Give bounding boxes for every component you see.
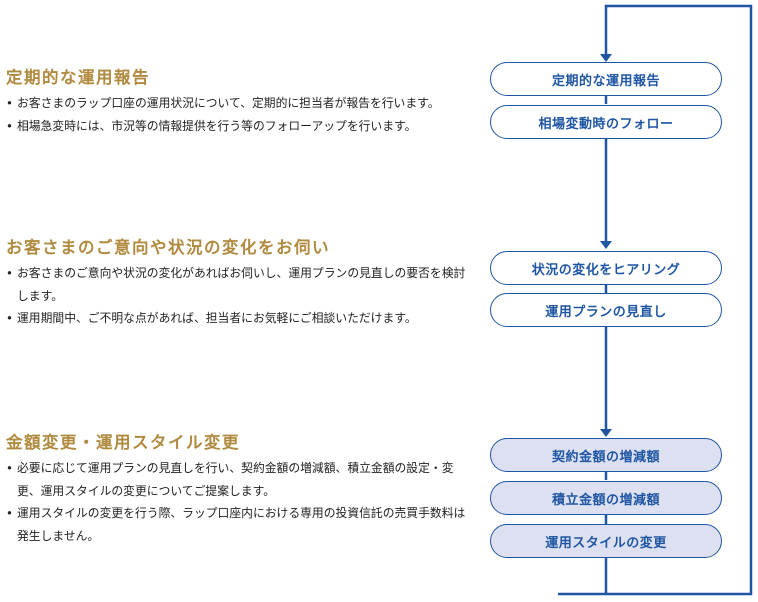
flow-box-report: 定期的な運用報告 xyxy=(490,62,722,96)
section-hearing: お客さまのご意向や状況の変化をお伺い お客さまのご意向や状況の変化があればお伺い… xyxy=(6,237,466,330)
section-heading: お客さまのご意向や状況の変化をお伺い xyxy=(6,238,330,257)
flow-box-style-change: 運用スタイルの変更 xyxy=(490,524,722,558)
flow-box-hearing: 状況の変化をヒアリング xyxy=(490,251,722,285)
bullet: お客さまのラップ口座の運用状況について、定期的に担当者が報告を行います。 xyxy=(6,92,476,115)
section-report: 定期的な運用報告 お客さまのラップ口座の運用状況について、定期的に担当者が報告を… xyxy=(6,67,476,137)
bullet: 必要に応じて運用プランの見直しを行い、契約金額の増減額、積立金額の設定・変更、運… xyxy=(6,457,468,502)
arrow-icon xyxy=(600,241,612,249)
bullet: 運用スタイルの変更を行う際、ラップ口座内における専用の投資信託の売買手数料は発生… xyxy=(6,502,468,547)
flow-box-follow: 相場変動時のフォロー xyxy=(490,105,722,139)
section-change: 金額変更・運用スタイル変更 必要に応じて運用プランの見直しを行い、契約金額の増減… xyxy=(6,432,468,547)
loop-line xyxy=(558,4,753,596)
arrow-icon xyxy=(600,54,612,62)
bullet: 相場急変時には、市況等の情報提供を行う等のフォローアップを行います。 xyxy=(6,115,476,138)
bullet: 運用期間中、ご不明な点があれば、担当者にお気軽にご相談いただけます。 xyxy=(6,307,466,330)
arrow-icon xyxy=(600,429,612,437)
bullet: お客さまのご意向や状況の変化があればお伺いし、運用プランの見直しの要否を検討しま… xyxy=(6,262,466,307)
section-heading: 金額変更・運用スタイル変更 xyxy=(6,433,240,452)
flow-box-installment-amount: 積立金額の増減額 xyxy=(490,481,722,515)
section-heading: 定期的な運用報告 xyxy=(6,68,150,87)
flow-box-contract-amount: 契約金額の増減額 xyxy=(490,438,722,472)
flow-box-plan-review: 運用プランの見直し xyxy=(490,293,722,327)
